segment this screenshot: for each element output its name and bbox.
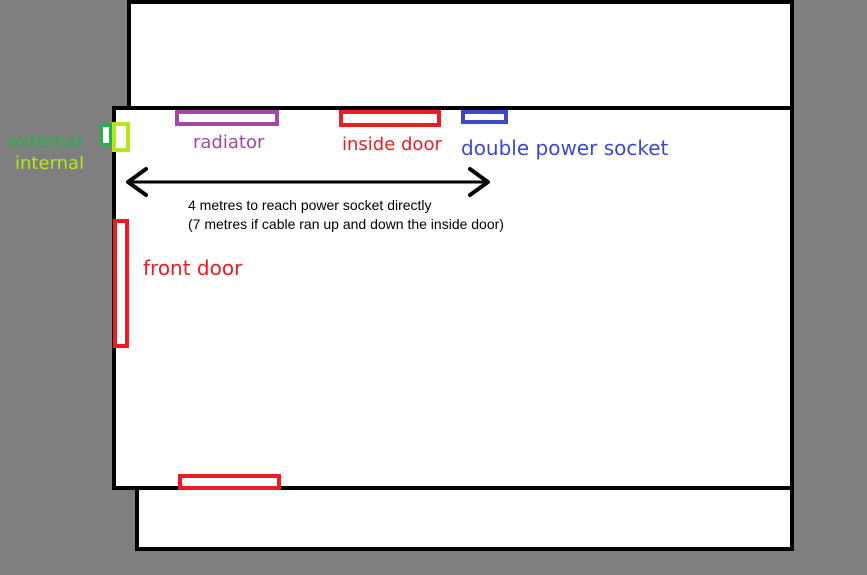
inside-door-label: inside door	[342, 134, 442, 155]
distance-note-line1: 4 metres to reach power socket directly	[188, 197, 432, 213]
internal-marker	[112, 122, 130, 152]
external-label: external	[8, 131, 83, 152]
external-marker	[100, 124, 112, 146]
upper-room	[127, 0, 794, 111]
arrowhead-left	[126, 167, 148, 197]
lower-room	[135, 484, 794, 551]
arrowhead-right	[468, 167, 490, 197]
distance-arrow	[126, 167, 490, 197]
radiator-marker	[175, 110, 279, 126]
front-door-label: front door	[143, 256, 243, 280]
internal-label: internal	[15, 153, 85, 174]
front-door-marker	[113, 219, 129, 348]
distance-note-line2: (7 metres if cable ran up and down the i…	[188, 216, 504, 232]
power-socket-label: double power socket	[461, 136, 669, 160]
inside-door-marker	[339, 110, 441, 127]
main-room	[112, 106, 794, 490]
power-socket-marker	[461, 110, 508, 124]
radiator-label: radiator	[193, 132, 265, 153]
bottom-door-marker	[178, 474, 281, 490]
